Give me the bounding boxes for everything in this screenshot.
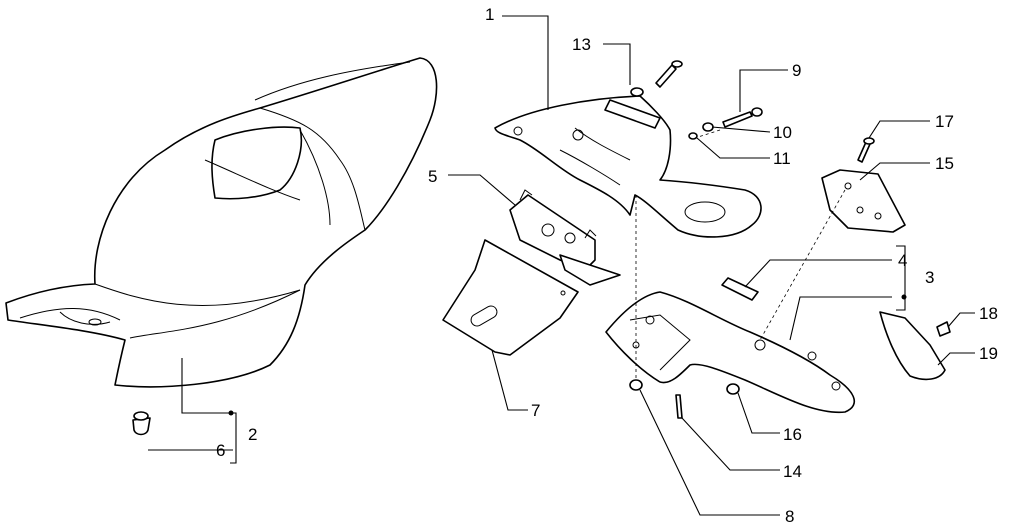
callout-labels: 1 2 3 4 5 6 7 8 9 10 11 13 14 15 16 17 1… — [216, 5, 998, 526]
callout-13: 13 — [572, 35, 591, 54]
callout-5: 5 — [428, 167, 437, 186]
callout-14: 14 — [783, 462, 802, 481]
callout-8: 8 — [785, 507, 794, 526]
callout-10: 10 — [773, 123, 792, 142]
part-7-plate — [442, 239, 579, 356]
assembly-lines — [635, 129, 846, 380]
callout-9: 9 — [792, 61, 801, 80]
callout-3: 3 — [925, 268, 934, 287]
part-18-clip — [936, 321, 951, 337]
part-1-upper-tail — [494, 95, 762, 238]
part-3-lower-tail — [605, 291, 856, 414]
hardware — [629, 60, 875, 419]
callout-1: 1 — [485, 5, 494, 24]
part-15-plate — [821, 169, 906, 233]
seat — [5, 57, 438, 388]
callout-2: 2 — [248, 425, 257, 444]
callout-4: 4 — [898, 251, 907, 270]
callout-11: 11 — [773, 149, 791, 168]
callout-18: 18 — [979, 304, 998, 323]
part-5-bracket — [509, 189, 621, 286]
part-19-reflector — [879, 311, 946, 381]
callout-16: 16 — [783, 425, 802, 444]
part-6-pin — [132, 411, 151, 436]
callout-17: 17 — [935, 112, 954, 131]
callout-15: 15 — [935, 154, 954, 173]
part-4-reflector — [721, 277, 759, 301]
bracket-dot — [901, 294, 907, 300]
callout-7: 7 — [531, 401, 540, 420]
callout-6: 6 — [216, 441, 225, 460]
callout-19: 19 — [979, 344, 998, 363]
bracket-dot — [228, 410, 234, 416]
